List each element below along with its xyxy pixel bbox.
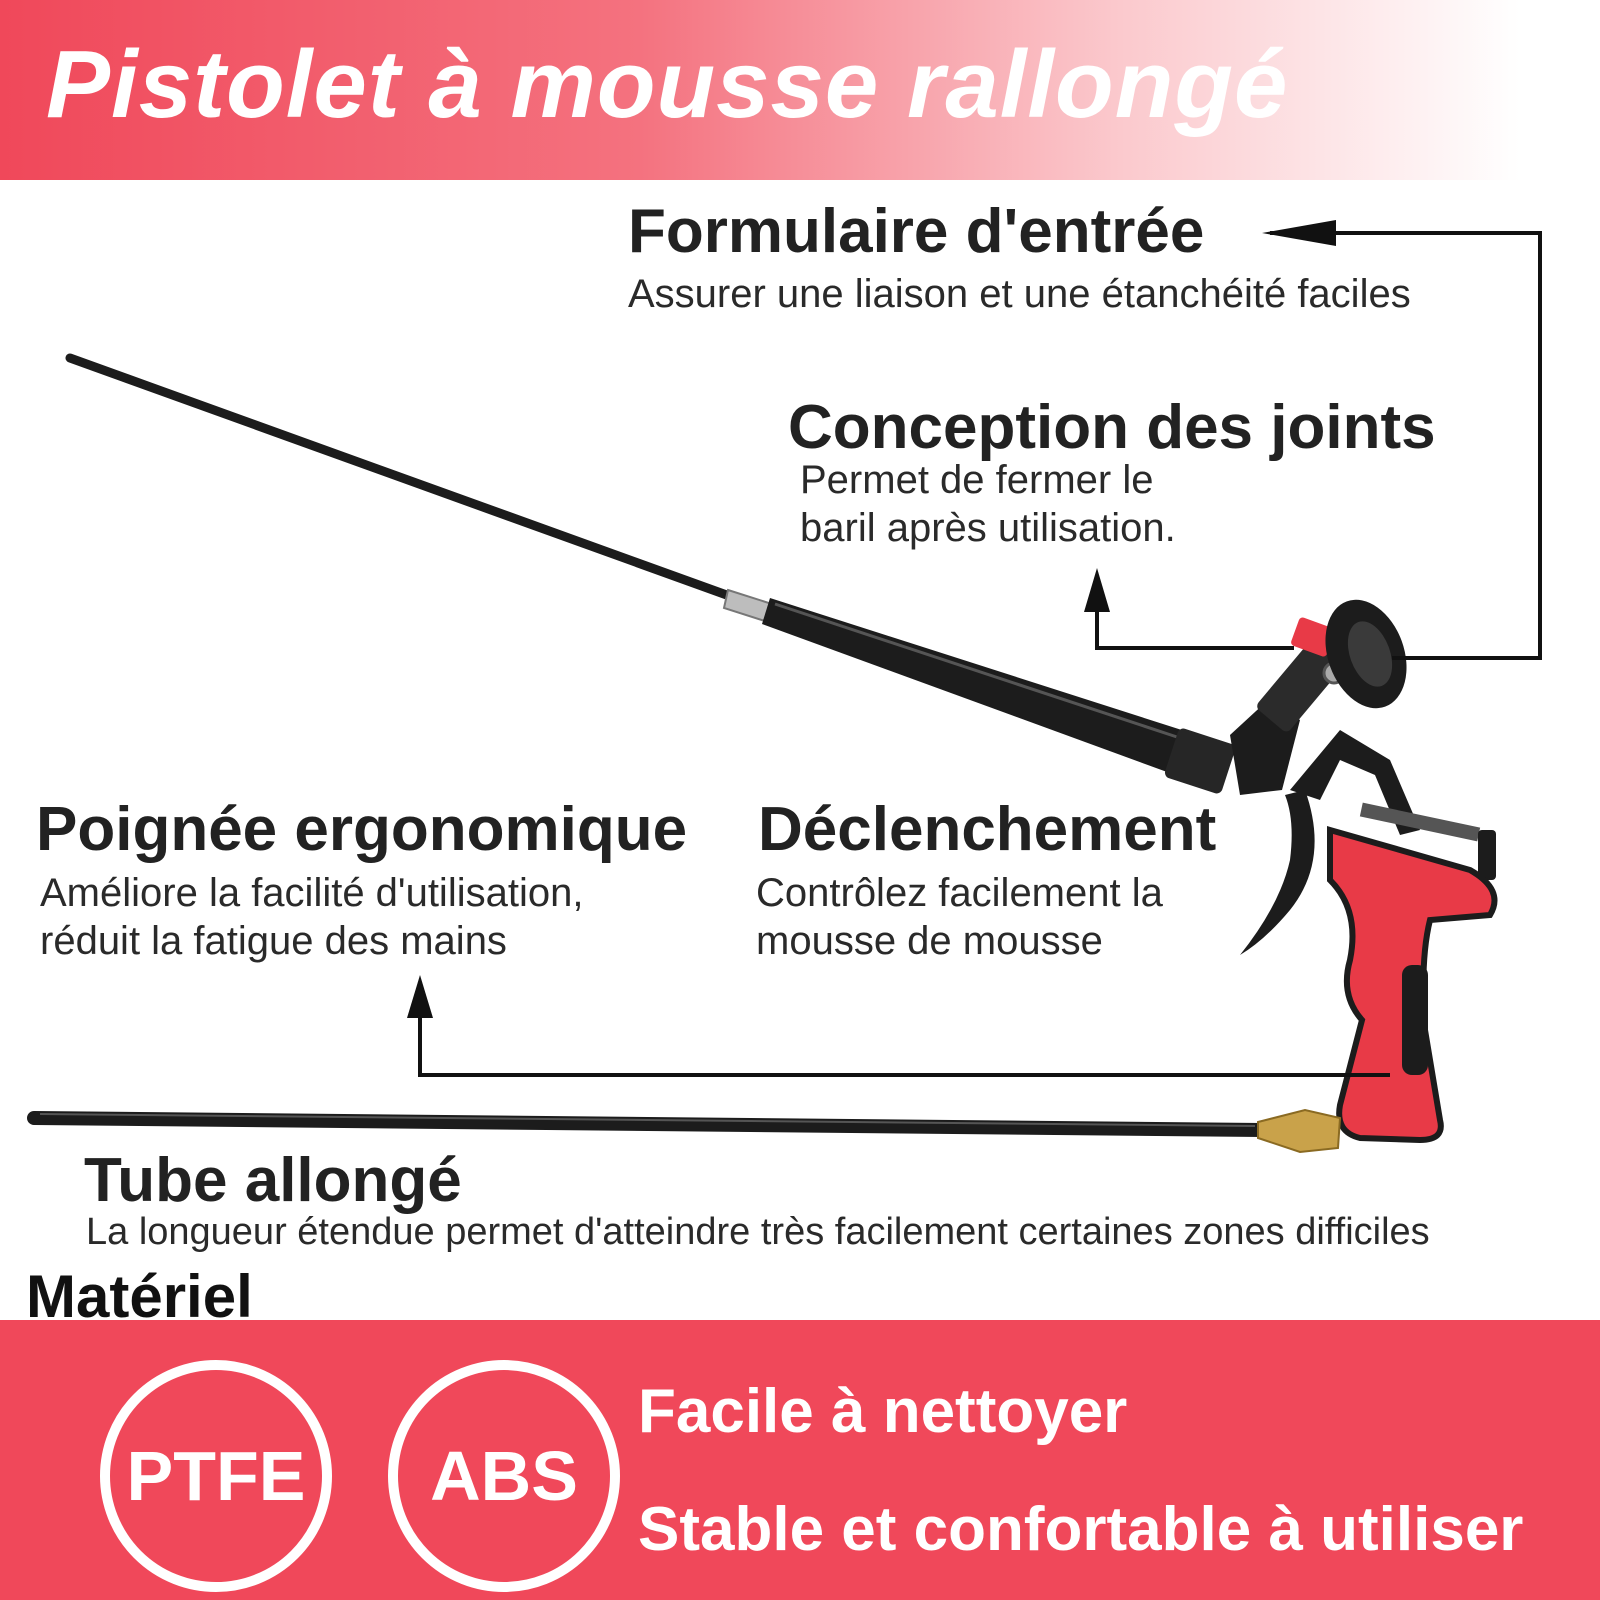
feature-desc-seal-line2: baril après utilisation. [800, 506, 1176, 550]
material-badge-abs: ABS [388, 1360, 620, 1592]
arrow-up-icon [407, 975, 433, 1018]
feature-title-inlet: Formulaire d'entrée [628, 197, 1205, 266]
benefit-easy-clean: Facile à nettoyer [638, 1377, 1128, 1446]
feature-desc-seal: Permet de fermer le baril après utilisat… [800, 456, 1176, 552]
page-title: Pistolet à mousse rallongé [46, 31, 1289, 138]
callout-line-handle [418, 1015, 1390, 1077]
material-label: Matériel [26, 1263, 253, 1330]
callout-line-inlet [1270, 231, 1542, 660]
feature-desc-seal-line1: Permet de fermer le [800, 458, 1154, 502]
gun-handle-grip-insert [1402, 965, 1428, 1075]
arrow-up-icon [1084, 568, 1110, 612]
feature-title-handle: Poignée ergonomique [36, 795, 688, 864]
gun-barrel [762, 598, 1188, 776]
feature-desc-trigger-line1: Contrôlez facilement la [756, 871, 1163, 915]
gun-frame [1290, 730, 1420, 835]
arrow-left-icon [1262, 220, 1336, 246]
callout-line-seal [1095, 610, 1294, 650]
gun-rear-knob [1478, 830, 1496, 880]
gun-red-tab [1291, 617, 1335, 657]
feature-desc-handle-line1: Améliore la facilité d'utilisation, [40, 871, 584, 915]
gun-nut [1164, 728, 1236, 794]
material-badge-ptfe-label: PTFE [126, 1437, 306, 1515]
gun-rear-rod [1359, 802, 1481, 842]
feature-desc-handle-line2: réduit la fatigue des mains [40, 919, 507, 963]
feature-desc-handle: Améliore la facilité d'utilisation, rédu… [40, 869, 583, 965]
feature-title-trigger: Déclenchement [758, 795, 1217, 864]
benefit-stable-comfortable: Stable et confortable à utiliser [638, 1495, 1524, 1564]
feature-desc-trigger-line2: mousse de mousse [756, 919, 1103, 963]
gun-nozzle-rod [65, 353, 740, 603]
feature-desc-inlet: Assurer une liaison et une étanchéité fa… [628, 272, 1411, 316]
feature-desc-trigger: Contrôlez facilement la mousse de mousse [756, 869, 1163, 965]
feature-desc-tube: La longueur étendue permet d'atteindre t… [86, 1211, 1430, 1253]
feature-title-tube: Tube allongé [84, 1146, 462, 1215]
header-banner: Pistolet à mousse rallongé [0, 0, 1600, 180]
gun-adapter [1257, 632, 1349, 732]
material-badge-abs-label: ABS [430, 1437, 578, 1515]
extension-tube-brass-tip [1257, 1108, 1342, 1154]
feature-title-seal: Conception des joints [788, 393, 1436, 462]
extension-tube [27, 1111, 1269, 1137]
gun-trigger [1240, 790, 1315, 955]
material-badge-ptfe: PTFE [100, 1360, 332, 1592]
